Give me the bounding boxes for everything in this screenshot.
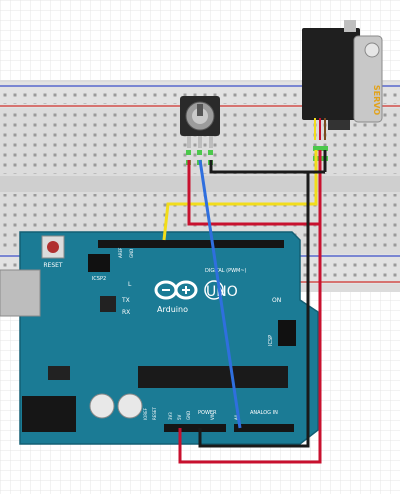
ground-wire <box>198 160 310 448</box>
svg-text:VIN: VIN <box>210 413 215 420</box>
reset-label: RESET <box>43 262 63 269</box>
svg-text:GND: GND <box>129 249 134 258</box>
analog-wire <box>198 159 242 429</box>
svg-text:ON: ON <box>272 297 281 304</box>
microcontroller-chip <box>138 366 288 388</box>
svg-text:AREF: AREF <box>118 247 123 258</box>
digital-label: DIGITAL (PWM~) <box>205 268 247 274</box>
svg-text:RESET: RESET <box>152 407 157 420</box>
wires <box>162 150 327 464</box>
uno-label: UNO <box>206 284 238 300</box>
svg-text:TX: TX <box>121 297 130 304</box>
svg-text:IOREF: IOREF <box>143 407 148 420</box>
svg-text:L: L <box>128 281 132 288</box>
svg-text:GND: GND <box>186 411 191 420</box>
arduino-label: Arduino <box>157 305 188 314</box>
svg-text:3V3: 3V3 <box>168 412 173 420</box>
signal-wire <box>162 150 318 241</box>
svg-text:5V: 5V <box>177 414 182 420</box>
svg-text:RX: RX <box>122 309 130 316</box>
svg-text:ANALOG IN: ANALOG IN <box>250 410 278 416</box>
svg-text:POWER: POWER <box>198 410 217 416</box>
power-header <box>164 424 226 432</box>
arduino-uno-board: RESET ICSP2 AREF GND DIGITAL (PWM~) L TX… <box>0 231 319 445</box>
potentiometer <box>180 96 220 165</box>
arduino-logo-icon <box>154 280 198 300</box>
icsp-label: ICSP <box>268 335 274 346</box>
power-jack <box>22 396 76 432</box>
usb-connector <box>0 269 41 317</box>
servo-label: SERVO <box>372 85 381 115</box>
svg-text:A0: A0 <box>234 414 239 420</box>
servo-motor: SERVO <box>302 20 383 161</box>
icsp2-label: ICSP2 <box>92 276 106 282</box>
power-wire-pot <box>178 160 322 464</box>
center-channel <box>0 176 400 192</box>
digital-header <box>98 240 284 248</box>
analog-header <box>234 424 294 432</box>
